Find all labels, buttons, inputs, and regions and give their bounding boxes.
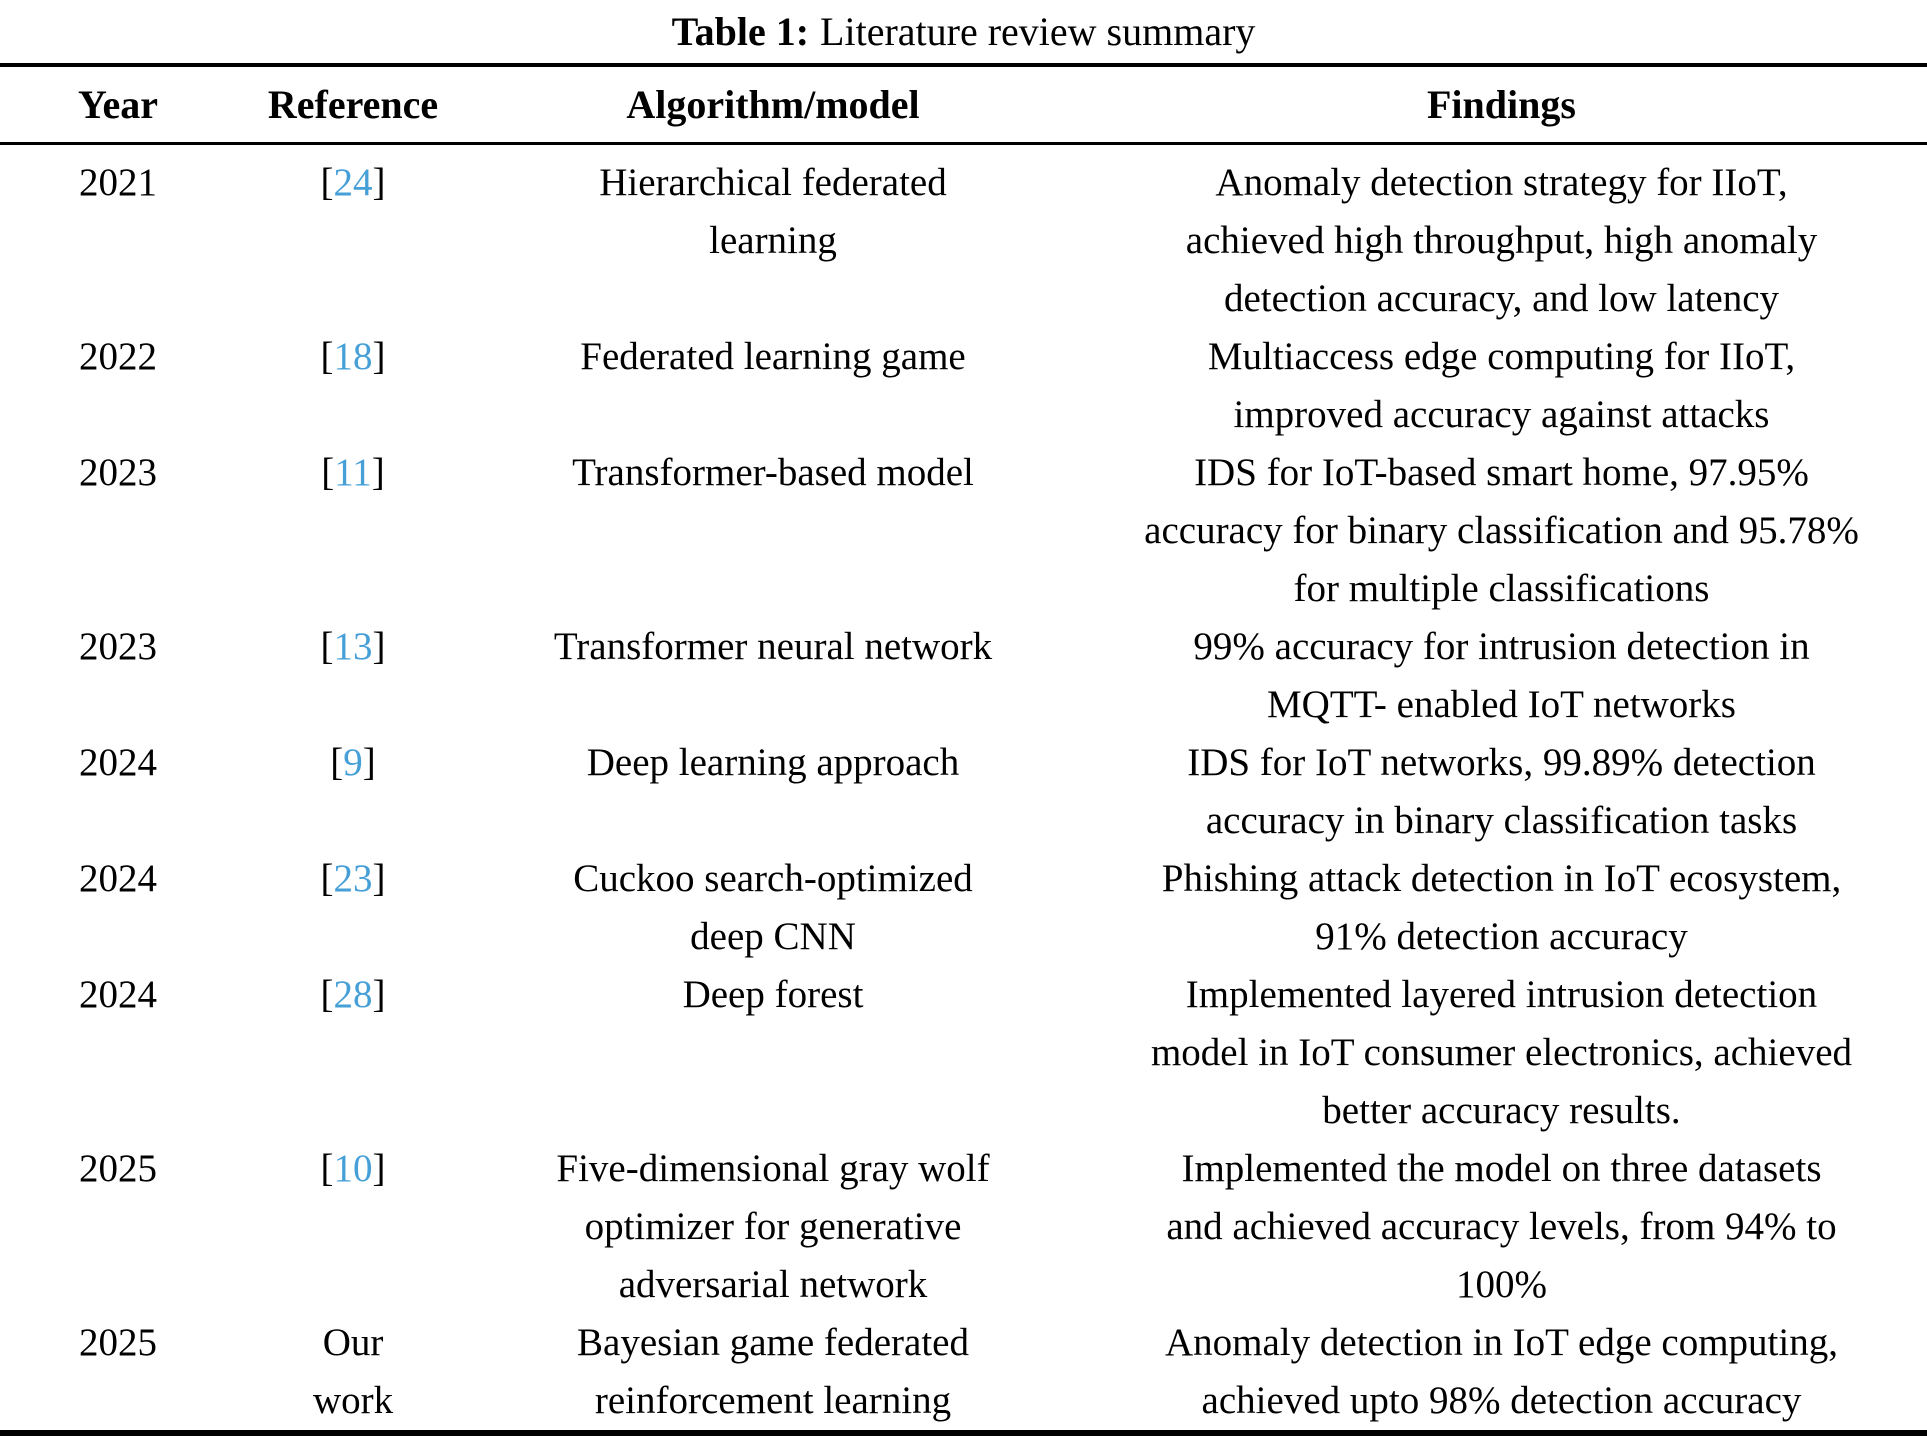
table-row: 2022 [18] Federated learning game Multiacce…: [0, 328, 1927, 444]
citation-bracket-close: ]: [372, 161, 386, 204]
findings-cell: Anomaly detection strategy for IIoT, ach…: [1185, 161, 1818, 320]
table-row: 2023 [11] Transformer-based model IDS for I…: [0, 444, 1927, 618]
literature-review-table: Year Reference Algorithm/model Findings …: [0, 63, 1927, 1436]
citation-bracket-open: [: [320, 857, 334, 900]
algorithm-cell: Bayesian game federated reinforcement le…: [577, 1321, 969, 1422]
column-header-reference: Reference: [267, 82, 439, 127]
citation-link[interactable]: 28: [333, 973, 373, 1016]
year-cell: 2025: [79, 1321, 158, 1364]
citation-link[interactable]: 13: [333, 625, 373, 668]
algorithm-cell: Transformer neural network: [553, 625, 993, 668]
year-cell: 2021: [79, 161, 158, 204]
reference-cell: [28]: [236, 966, 470, 1140]
reference-cell: [18]: [236, 328, 470, 444]
column-header-findings: Findings: [1427, 82, 1576, 127]
table-top-rule: [0, 63, 1927, 67]
year-cell: 2024: [79, 857, 158, 900]
algorithm-cell: Deep learning approach: [586, 741, 960, 784]
table-row: 2025 [10] Five-dimensional gray wolf optim…: [0, 1140, 1927, 1314]
findings-cell: 99% accuracy for intrusion detection in …: [1193, 625, 1810, 726]
reference-cell: [10]: [236, 1140, 470, 1314]
algorithm-cell: Hierarchical federated learning: [599, 161, 947, 262]
reference-cell: [23]: [236, 850, 470, 966]
citation-link[interactable]: 11: [334, 451, 372, 494]
citation-bracket-close: ]: [362, 741, 376, 784]
table-row: 2024 [23] Cuckoo search-optimized deep CNN…: [0, 850, 1927, 966]
table-row: 2021 [24] Hierarchical federated learning A…: [0, 154, 1927, 328]
findings-cell: Implemented the model on three datasets …: [1166, 1147, 1837, 1306]
citation-link[interactable]: 23: [333, 857, 373, 900]
citation-bracket-close: ]: [372, 1147, 386, 1190]
findings-cell: Implemented layered intrusion detection …: [1150, 973, 1852, 1132]
citation-bracket-open: [: [320, 973, 334, 1016]
table-row: 2024 [9] Deep learning approach IDS for IoT…: [0, 734, 1927, 850]
citation-bracket-open: [: [321, 451, 335, 494]
reference-cell: [13]: [236, 618, 470, 734]
table-row: 2023 [13] Transformer neural network 99% ac…: [0, 618, 1927, 734]
findings-cell: Anomaly detection in IoT edge computing,…: [1165, 1321, 1838, 1422]
year-cell: 2022: [79, 335, 158, 378]
algorithm-cell: Five-dimensional gray wolf optimizer for…: [556, 1147, 990, 1306]
reference-cell: Our work: [312, 1321, 394, 1422]
algorithm-cell: Transformer-based model: [572, 451, 974, 494]
year-cell: 2025: [79, 1147, 158, 1190]
citation-bracket-open: [: [330, 741, 344, 784]
table-caption-text: Literature review summary: [820, 9, 1256, 54]
citation-bracket-close: ]: [372, 625, 386, 668]
citation-bracket-close: ]: [372, 973, 386, 1016]
year-cell: 2023: [79, 451, 158, 494]
citation-bracket-open: [: [320, 1147, 334, 1190]
reference-cell: [9]: [236, 734, 470, 850]
reference-cell: [24]: [236, 154, 470, 328]
findings-cell: Phishing attack detection in IoT ecosyst…: [1161, 857, 1842, 958]
table-header-rule: [0, 142, 1927, 145]
citation-link[interactable]: 24: [333, 161, 373, 204]
citation-bracket-close: ]: [371, 451, 385, 494]
algorithm-cell: Federated learning game: [580, 335, 966, 378]
table-row: 2024 [28] Deep forest Implemented layered i…: [0, 966, 1927, 1140]
citation-bracket-open: [: [320, 161, 334, 204]
table-header-row: Year Reference Algorithm/model Findings: [0, 67, 1927, 142]
citation-link[interactable]: 18: [333, 335, 373, 378]
algorithm-cell: Deep forest: [682, 973, 864, 1016]
reference-cell: [11]: [236, 444, 470, 618]
column-header-year: Year: [78, 82, 158, 127]
year-cell: 2024: [79, 973, 158, 1016]
algorithm-cell: Cuckoo search-optimized deep CNN: [573, 857, 973, 958]
findings-cell: Multiaccess edge computing for IIoT, imp…: [1207, 335, 1796, 436]
citation-link[interactable]: 9: [343, 741, 363, 784]
findings-cell: IDS for IoT networks, 99.89% detection a…: [1187, 741, 1816, 842]
findings-cell: IDS for IoT-based smart home, 97.95% acc…: [1144, 451, 1859, 610]
table-caption-label: Table 1:: [671, 9, 810, 54]
citation-bracket-close: ]: [372, 335, 386, 378]
citation-link[interactable]: 10: [333, 1147, 373, 1190]
table-row: 2025 Our work Bayesian game federated rein…: [0, 1314, 1927, 1430]
citation-bracket-open: [: [320, 625, 334, 668]
column-header-algorithm: Algorithm/model: [626, 82, 920, 127]
citation-bracket-open: [: [320, 335, 334, 378]
table-caption: Table 1:Literature review summary: [0, 0, 1927, 54]
year-cell: 2023: [79, 625, 158, 668]
table-bottom-rule: [0, 1430, 1927, 1436]
year-cell: 2024: [79, 741, 158, 784]
citation-bracket-close: ]: [372, 857, 386, 900]
